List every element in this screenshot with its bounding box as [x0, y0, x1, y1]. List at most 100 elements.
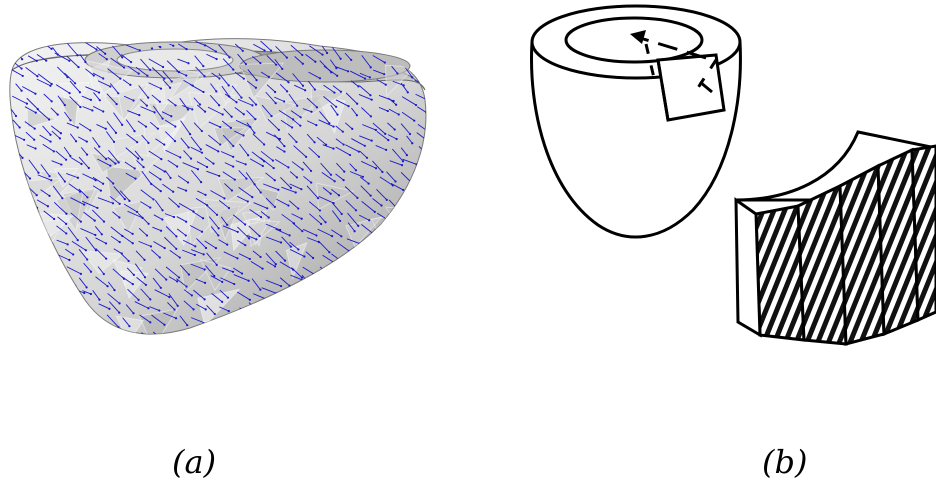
fiber-vector-head: [98, 91, 100, 93]
fiber-vector-head: [160, 230, 162, 232]
fiber-vector-head: [158, 309, 160, 311]
fiber-vector-head: [248, 280, 250, 282]
fiber-vector-head: [113, 141, 115, 143]
fiber-vector: [361, 314, 376, 321]
fiber-vector-head: [132, 242, 134, 244]
fiber-vector-head: [215, 247, 217, 249]
fiber-vector-head: [202, 91, 204, 93]
fiber-vector-head: [179, 256, 181, 258]
fiber-vector: [96, 333, 107, 339]
fiber-vector-head: [236, 257, 238, 259]
fiber-vector-head: [394, 128, 396, 130]
fiber-vector-head: [107, 349, 109, 351]
fiber-vector: [12, 307, 23, 317]
fiber-vector-head: [364, 77, 366, 79]
fiber-vector-head: [24, 193, 26, 195]
fiber-vector-head: [76, 314, 78, 316]
fiber-vector: [407, 211, 416, 216]
fiber-vector-head: [75, 140, 77, 142]
fiber-vector-head: [237, 231, 239, 233]
fiber-vector-head: [326, 283, 328, 285]
fiber-vector-head: [32, 303, 34, 305]
fiber-vector: [430, 71, 437, 81]
fiber-vector: [83, 333, 95, 343]
fiber-vector-head: [50, 355, 52, 357]
fiber-vector-head: [313, 141, 315, 143]
fiber-vector-head: [205, 338, 207, 340]
fiber-vector-head: [116, 103, 118, 105]
fiber-vector-head: [389, 282, 391, 284]
fiber-vector: [346, 317, 359, 327]
fiber-vector-head: [280, 285, 282, 287]
fiber-vector-head: [203, 75, 205, 77]
fiber-vector-head: [34, 322, 36, 324]
fiber-vector-head: [406, 154, 408, 156]
fiber-vector-head: [340, 58, 342, 60]
fiber-vector-head: [177, 357, 179, 359]
fiber-vector-head: [235, 101, 237, 103]
fiber-vector-head: [218, 175, 220, 177]
fiber-vector-head: [132, 99, 134, 101]
fiber-vector-head: [302, 168, 304, 170]
fiber-vector-head: [369, 94, 371, 96]
fiber-vector-head: [106, 337, 108, 339]
fiber-vector-head: [221, 301, 223, 303]
fiber-vector: [58, 317, 69, 327]
fiber-vector-head: [400, 284, 402, 286]
fiber-vector-head: [248, 237, 250, 239]
fiber-vector-head: [86, 154, 88, 156]
fiber-vector-head: [67, 243, 69, 245]
fiber-vector-head: [286, 90, 288, 92]
fiber-vector: [434, 190, 446, 196]
fiber-vector-head: [194, 254, 196, 256]
ventricle-cup: [532, 6, 741, 237]
fiber-vector-head: [313, 346, 315, 348]
fiber-vector-head: [178, 206, 180, 208]
fiber-vector-head: [300, 346, 302, 348]
fiber-vector-head: [192, 308, 194, 310]
heart-mesh-figure: [0, 0, 468, 440]
fiber-vector-head: [432, 165, 434, 167]
fiber-vector: [420, 339, 429, 348]
fiber-vector-head: [90, 293, 92, 295]
fiber-vector-head: [36, 259, 38, 261]
fiber-vector: [249, 314, 262, 322]
fiber-vector: [417, 279, 428, 287]
fiber-vector-head: [143, 259, 145, 261]
slab-strip: [798, 186, 846, 344]
fiber-vector-head: [421, 270, 423, 272]
fiber-vector-head: [144, 276, 146, 278]
fiber-vector: [389, 339, 398, 348]
fiber-vector: [38, 264, 53, 270]
fiber-vector-head: [49, 281, 51, 283]
fiber-vector-head: [23, 261, 25, 263]
fiber-vector-head: [340, 235, 342, 237]
fiber-vector-head: [76, 346, 78, 348]
fiber-vector-head: [411, 275, 413, 277]
fiber-vector-head: [428, 264, 430, 266]
fiber-vector-head: [105, 242, 107, 244]
fiber-vector: [51, 289, 61, 295]
fiber-vector-head: [400, 271, 402, 273]
fiber-vector: [320, 332, 331, 343]
fiber-vector-head: [396, 138, 398, 140]
fiber-vector-head: [189, 133, 191, 135]
fiber-vector: [127, 345, 137, 351]
fiber-vector-head: [328, 251, 330, 253]
fiber-vector-head: [368, 182, 370, 184]
fiber-vector-head: [443, 155, 445, 157]
fiber-vector-head: [386, 199, 388, 201]
fiber-vector: [291, 340, 301, 347]
fiber-vector-head: [188, 146, 190, 148]
fiber-vector-head: [105, 128, 107, 130]
fiber-vector-head: [278, 129, 280, 131]
fiber-vector-head: [175, 235, 177, 237]
fiber-vector: [307, 319, 316, 330]
slab-strip: [756, 206, 804, 340]
fiber-vector: [220, 340, 229, 344]
fiber-vector-head: [164, 247, 166, 249]
fiber-vector-head: [380, 204, 382, 206]
fiber-vector-head: [409, 350, 411, 352]
fiber-vector: [37, 275, 51, 282]
mesh-facet: [322, 310, 355, 330]
